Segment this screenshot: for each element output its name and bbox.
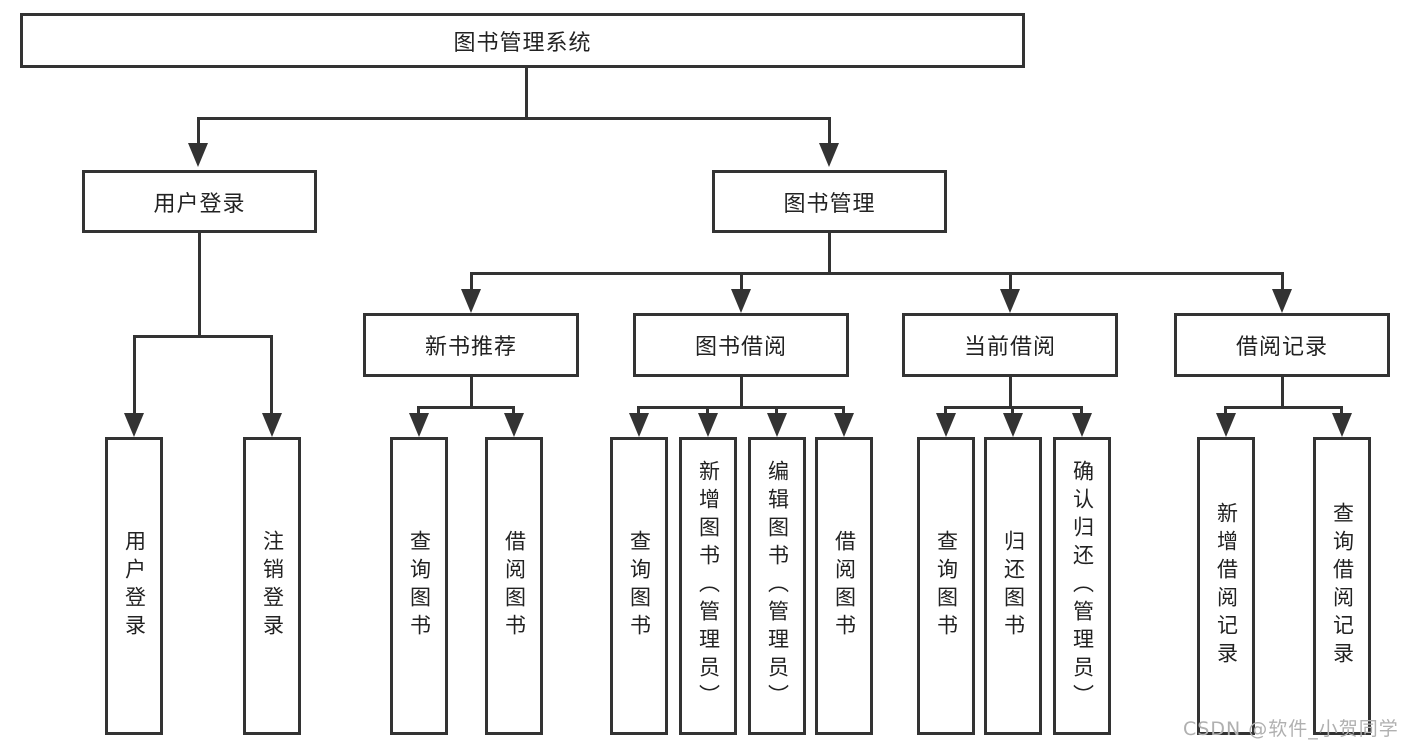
- connector-vline: [1224, 406, 1227, 415]
- node-label: 当前借阅: [963, 335, 1056, 360]
- leaf-query-borrow-record: 查询借阅记录: [1313, 437, 1371, 735]
- connector-vline: [944, 406, 947, 415]
- connector-vline: [828, 233, 831, 272]
- connector-hline: [197, 117, 831, 120]
- connector-vline: [842, 406, 845, 415]
- leaf-query-books-recommend: 查询图书: [390, 437, 448, 735]
- node-label: 图书借阅: [694, 335, 787, 360]
- leaf-return-book: 归还图书: [984, 437, 1042, 735]
- node-label: 新增图书（管理员）: [696, 460, 721, 712]
- arrow-down-icon: [629, 413, 649, 437]
- node-borrowing-records: 借阅记录: [1174, 313, 1390, 377]
- connector-vline: [197, 117, 200, 145]
- leaf-edit-book-admin: 编辑图书（管理员）: [748, 437, 806, 735]
- connector-vline: [706, 406, 709, 415]
- arrow-down-icon: [409, 413, 429, 437]
- connector-vline: [1281, 377, 1284, 406]
- connector-hline: [637, 406, 845, 409]
- arrow-down-icon: [461, 289, 481, 313]
- node-book-management-system: 图书管理系统: [20, 13, 1025, 68]
- arrow-down-icon: [767, 413, 787, 437]
- leaf-query-books-current: 查询图书: [917, 437, 975, 735]
- arrow-down-icon: [1332, 413, 1352, 437]
- node-label: 图书管理系统: [453, 30, 592, 56]
- arrow-down-icon: [188, 143, 208, 167]
- arrow-down-icon: [1272, 289, 1292, 313]
- arrow-down-icon: [1072, 413, 1092, 437]
- node-label: 图书管理: [783, 191, 876, 217]
- node-label: 查询借阅记录: [1330, 502, 1355, 670]
- arrow-down-icon: [936, 413, 956, 437]
- node-label: 查询图书: [934, 530, 959, 642]
- node-label: 归还图书: [1001, 530, 1026, 642]
- connector-vline: [1281, 272, 1284, 290]
- arrow-down-icon: [262, 413, 282, 437]
- connector-vline: [270, 335, 273, 415]
- connector-hline: [417, 406, 515, 409]
- arrow-down-icon: [504, 413, 524, 437]
- leaf-add-book-admin: 新增图书（管理员）: [679, 437, 737, 735]
- connector-vline: [417, 406, 420, 415]
- node-new-book-recommend: 新书推荐: [363, 313, 579, 377]
- connector-vline: [470, 272, 473, 290]
- connector-hline: [470, 272, 1284, 275]
- arrow-down-icon: [1216, 413, 1236, 437]
- arrow-down-icon: [731, 289, 751, 313]
- connector-vline: [198, 233, 201, 335]
- connector-vline: [775, 406, 778, 415]
- node-label: 借阅图书: [832, 530, 857, 642]
- node-label: 注销登录: [260, 530, 285, 642]
- leaf-logout: 注销登录: [243, 437, 301, 735]
- node-user-login: 用户登录: [82, 170, 317, 233]
- arrow-down-icon: [124, 413, 144, 437]
- connector-vline: [1009, 377, 1012, 406]
- connector-vline: [133, 335, 136, 415]
- connector-vline: [1080, 406, 1083, 415]
- arrow-down-icon: [819, 143, 839, 167]
- leaf-user-login: 用户登录: [105, 437, 163, 735]
- arrow-down-icon: [834, 413, 854, 437]
- node-book-management: 图书管理: [712, 170, 947, 233]
- arrow-down-icon: [1003, 413, 1023, 437]
- node-label: 新书推荐: [424, 335, 517, 360]
- connector-vline: [1009, 272, 1012, 290]
- connector-hline: [133, 335, 273, 338]
- connector-vline: [1340, 406, 1343, 415]
- node-label: 新增借阅记录: [1214, 502, 1239, 670]
- node-current-borrowing: 当前借阅: [902, 313, 1118, 377]
- node-label: 编辑图书（管理员）: [765, 460, 790, 712]
- node-label: 用户登录: [153, 191, 246, 217]
- connector-vline: [828, 117, 831, 145]
- node-label: 确认归还（管理员）: [1070, 460, 1095, 712]
- watermark: CSDN @软件_小贺同学: [1183, 718, 1399, 740]
- node-label: 借阅图书: [502, 530, 527, 642]
- connector-vline: [1011, 406, 1014, 415]
- connector-vline: [740, 377, 743, 406]
- node-label: 用户登录: [122, 530, 147, 642]
- leaf-borrow-books-borrowing: 借阅图书: [815, 437, 873, 735]
- node-label: 查询图书: [627, 530, 652, 642]
- arrow-down-icon: [698, 413, 718, 437]
- connector-vline: [637, 406, 640, 415]
- node-book-borrowing: 图书借阅: [633, 313, 849, 377]
- connector-vline: [525, 68, 528, 117]
- connector-vline: [512, 406, 515, 415]
- connector-vline: [470, 377, 473, 406]
- leaf-borrow-books-recommend: 借阅图书: [485, 437, 543, 735]
- leaf-add-borrow-record: 新增借阅记录: [1197, 437, 1255, 735]
- arrow-down-icon: [1000, 289, 1020, 313]
- connector-hline: [1224, 406, 1343, 409]
- leaf-confirm-return-admin: 确认归还（管理员）: [1053, 437, 1111, 735]
- node-label: 查询图书: [407, 530, 432, 642]
- node-label: 借阅记录: [1235, 335, 1328, 360]
- connector-vline: [740, 272, 743, 290]
- leaf-query-books-borrowing: 查询图书: [610, 437, 668, 735]
